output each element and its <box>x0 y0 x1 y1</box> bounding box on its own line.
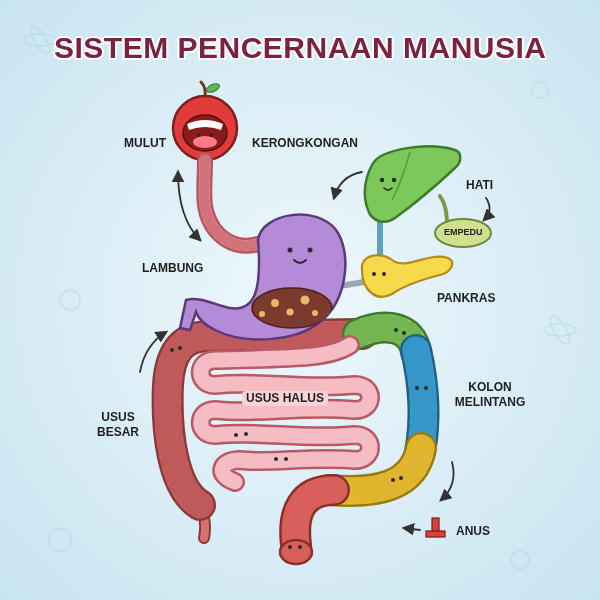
colon-faces <box>170 328 428 549</box>
large-intestine <box>168 328 424 545</box>
esophagus <box>204 160 258 246</box>
stomach-illustration <box>180 215 345 340</box>
pancreas-illustration <box>362 255 452 296</box>
teeth <box>187 120 223 130</box>
food-bit <box>287 309 294 316</box>
cystic-duct <box>440 196 447 220</box>
rectum-outline <box>295 490 334 545</box>
face-eye <box>170 348 174 352</box>
small-intestine-faces <box>234 432 288 461</box>
face-smile <box>384 188 392 190</box>
face-eye <box>424 386 428 390</box>
curved-arrow <box>441 462 454 500</box>
small-intestine-body <box>201 345 370 482</box>
organ-label: KERONGKONGAN <box>252 136 358 151</box>
food-bit <box>271 299 279 307</box>
food-bit <box>301 296 310 305</box>
face-eye <box>288 248 293 253</box>
face-eye <box>394 328 398 332</box>
atom-doodle <box>544 324 576 336</box>
rectum <box>295 490 334 545</box>
atom-doodle <box>24 34 56 46</box>
stomach-food <box>252 288 332 328</box>
curved-arrow <box>334 172 362 198</box>
face-eye <box>382 272 386 276</box>
small-intestine-outline <box>201 345 370 482</box>
bubble-doodle <box>60 290 80 310</box>
apple-leaf <box>205 82 221 94</box>
curved-arrow <box>484 198 490 220</box>
food-bit <box>312 310 318 316</box>
organ-label: USUS HALUS <box>242 391 328 406</box>
food-bit <box>259 311 265 317</box>
face-eye <box>209 133 213 137</box>
face-eye <box>234 433 238 437</box>
face-eye <box>308 248 313 253</box>
face-eye <box>402 331 406 335</box>
face-eye <box>274 457 278 461</box>
organ-label: ANUS <box>456 524 490 539</box>
face-eye <box>392 178 396 182</box>
organ-label: LAMBUNG <box>142 261 203 276</box>
face-eye <box>399 476 403 480</box>
stomach <box>180 215 345 340</box>
bubble-doodle <box>49 529 71 551</box>
bubble-doodle <box>532 82 548 98</box>
pointer-arrows <box>140 172 490 530</box>
apple-stem <box>201 82 205 97</box>
esophagus-rings <box>204 160 258 246</box>
face-eye <box>197 133 201 137</box>
atom-doodle <box>27 23 53 57</box>
mouth-head <box>173 96 237 160</box>
anus-symbol <box>426 518 445 537</box>
diagram-title: SISTEM PENCERNAAN MANUSIA <box>54 31 547 65</box>
organ-label: KOLON MELINTANG <box>444 380 536 410</box>
curved-arrow <box>140 332 166 372</box>
anus-symbol-base <box>426 531 445 537</box>
face-eye <box>391 478 395 482</box>
organ-label: EMPEDU <box>444 227 483 238</box>
face-eye <box>288 545 292 549</box>
straight-arrow <box>404 528 420 530</box>
organ-label: HATI <box>466 178 493 193</box>
pancreas <box>362 255 452 296</box>
curved-arrow <box>178 172 200 240</box>
face-eye <box>415 386 419 390</box>
atom-doodle <box>547 313 573 347</box>
gallbladder <box>435 219 491 247</box>
open-mouth <box>183 115 227 151</box>
face-eye <box>298 545 302 549</box>
liver-lobe-line <box>392 152 410 200</box>
face-eye <box>380 178 384 182</box>
esophagus-tube <box>204 160 258 246</box>
esophagus-outline <box>204 160 258 246</box>
liver <box>365 146 460 221</box>
stomach-contents <box>252 288 332 328</box>
face-eye <box>284 457 288 461</box>
mouth-illustration <box>173 82 237 160</box>
face-eye <box>244 432 248 436</box>
small-intestine <box>201 345 370 482</box>
rectum-bulb <box>280 540 312 564</box>
face-eye <box>372 272 376 276</box>
face-smile <box>294 260 306 263</box>
organ-label: MULUT <box>124 136 166 151</box>
bubble-doodle <box>511 551 529 569</box>
background-doodles <box>24 23 576 569</box>
organ-label: USUS BESAR <box>93 410 143 440</box>
liver-illustration <box>365 146 460 221</box>
face-eye <box>178 346 182 350</box>
tongue <box>193 136 217 148</box>
organ-label: PANKRAS <box>437 291 495 306</box>
